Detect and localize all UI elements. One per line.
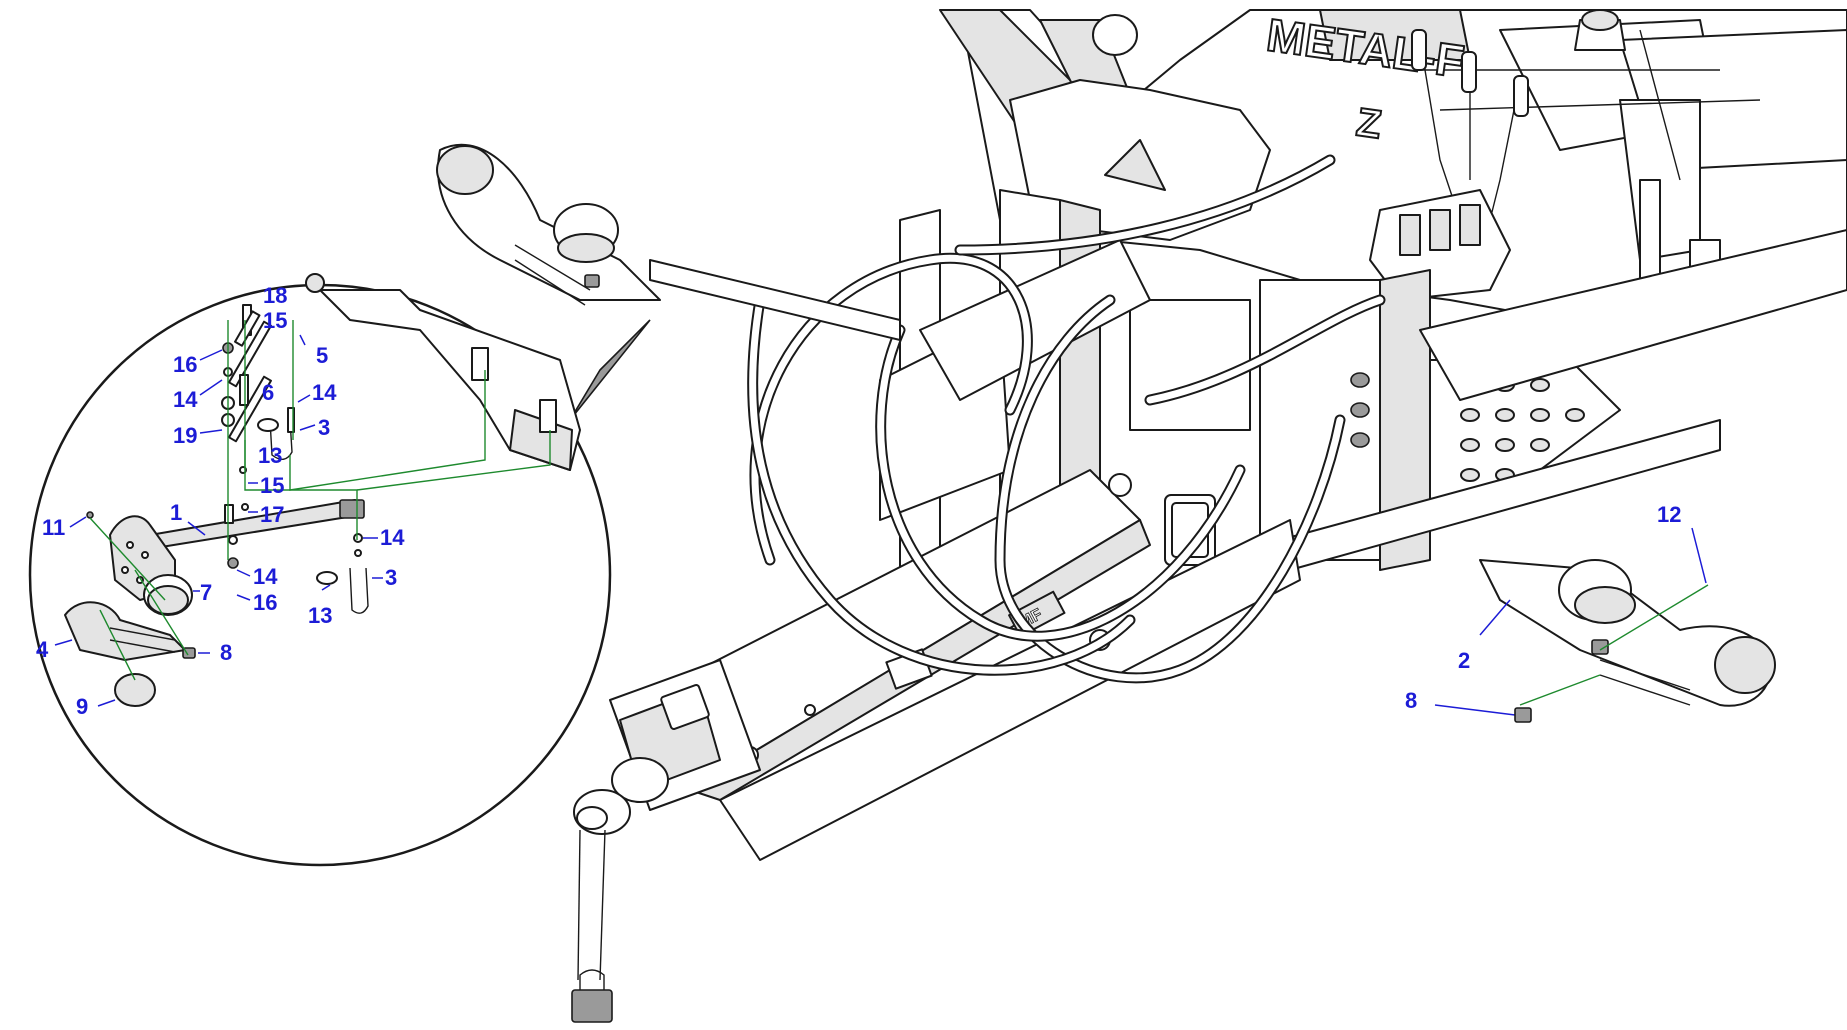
- safety-chain: [571, 829, 613, 1023]
- callout-13-lower: 13: [308, 603, 332, 628]
- callouts: 18 15 16 5 14 6 14 19 3 13 15 17 1: [36, 283, 1707, 723]
- callout-16-upper: 16: [173, 352, 197, 377]
- hitch-coupling: [573, 659, 761, 835]
- callout-3-upper: 3: [318, 415, 330, 440]
- callout-15-upper: 15: [263, 308, 287, 333]
- detail-view: [28, 273, 651, 867]
- callout-1: 1: [170, 500, 182, 525]
- callout-4: 4: [36, 637, 49, 662]
- callout-18: 18: [263, 283, 287, 308]
- machine-frame: METAL-F Z: [939, 7, 1847, 321]
- assembly-guide-lines: [89, 320, 1709, 706]
- left-bumper-assembly: [436, 143, 901, 341]
- hydraulic-hoses: [747, 154, 1386, 684]
- callout-14-lower-right: 14: [380, 525, 405, 550]
- callout-12: 12: [1657, 502, 1681, 527]
- callout-17: 17: [260, 502, 284, 527]
- callout-7: 7: [200, 580, 212, 605]
- callout-3-lower: 3: [385, 565, 397, 590]
- callout-9: 9: [76, 694, 88, 719]
- callout-8-main: 8: [1405, 688, 1417, 713]
- callout-6: 6: [262, 380, 274, 405]
- callout-14-right: 14: [312, 380, 337, 405]
- callout-5: 5: [316, 343, 328, 368]
- callout-2: 2: [1458, 648, 1470, 673]
- callout-14-left: 14: [173, 387, 198, 412]
- right-bumper-assembly: [1479, 559, 1776, 707]
- right-frame-beam: [1279, 229, 1847, 571]
- callout-13-upper: 13: [258, 443, 282, 468]
- callout-8-detail: 8: [220, 640, 232, 665]
- callout-11: 11: [42, 515, 65, 540]
- callout-19: 19: [173, 423, 197, 448]
- callout-16-lower: 16: [253, 590, 277, 615]
- callout-14-lower-left: 14: [253, 564, 278, 589]
- callout-15-lower: 15: [260, 473, 284, 498]
